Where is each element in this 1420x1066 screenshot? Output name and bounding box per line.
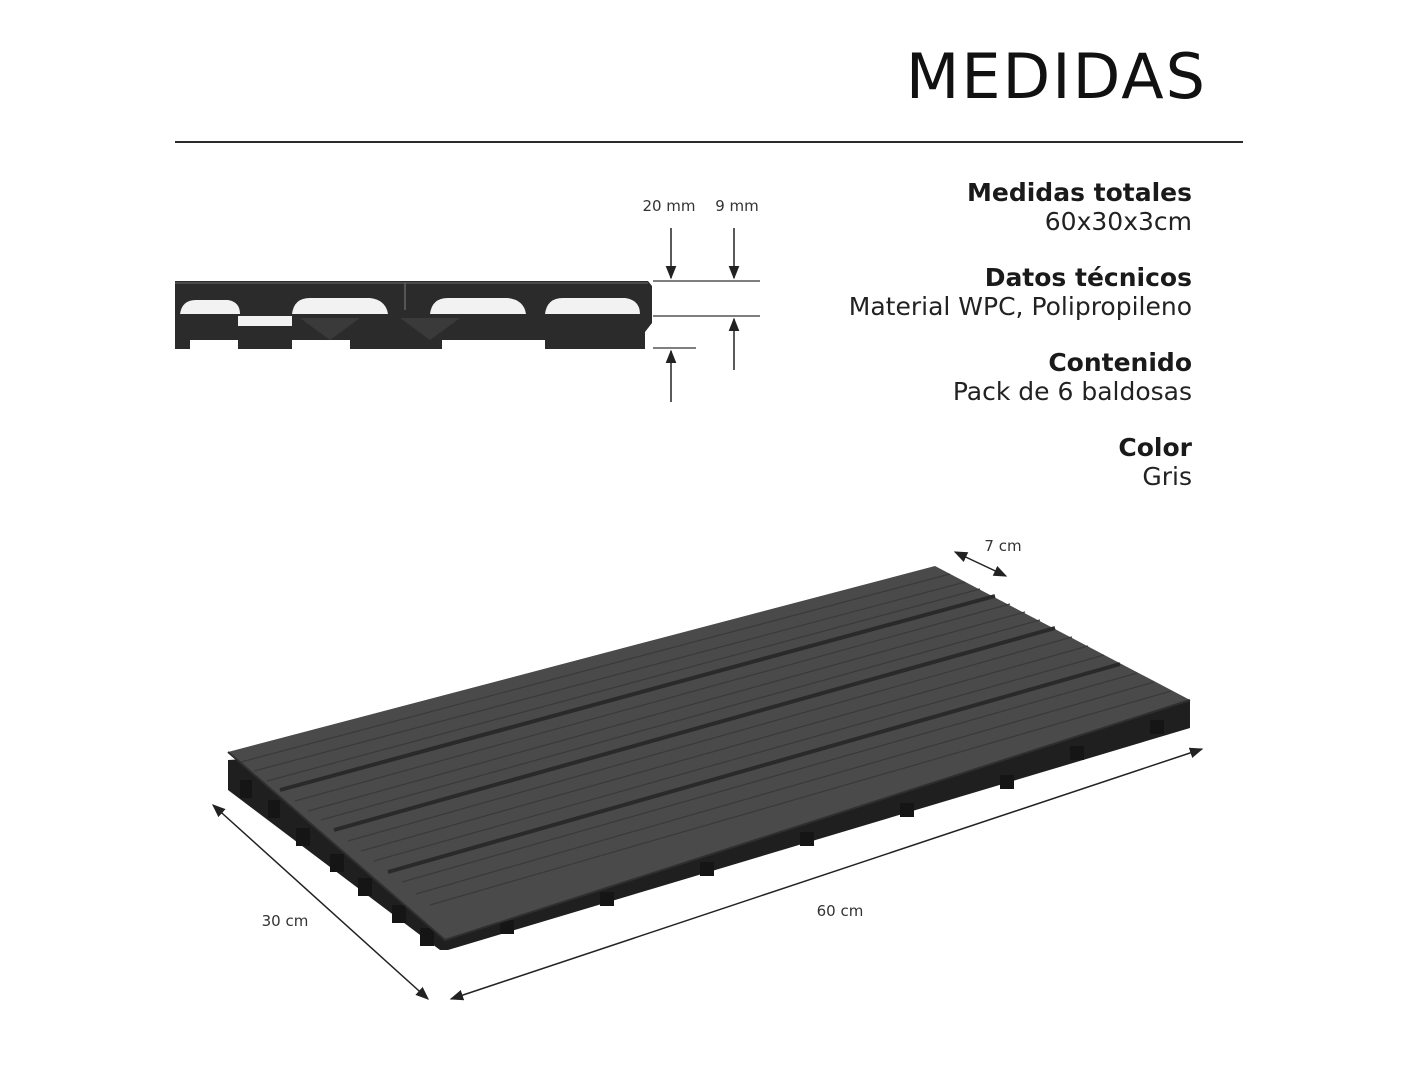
- spec-value: Gris: [1142, 462, 1192, 491]
- dim-label-7cm: 7 cm: [984, 537, 1021, 555]
- spec-total-size: Medidas totales 60x30x3cm: [672, 178, 1192, 236]
- spec-value: Material WPC, Polipropileno: [848, 292, 1192, 321]
- spec-technical: Datos técnicos Material WPC, Polipropile…: [672, 263, 1192, 321]
- page-title: MEDIDAS: [905, 40, 1207, 113]
- spec-label: Color: [1118, 433, 1192, 462]
- tile-side-profile: [175, 281, 652, 349]
- spec-value: 60x30x3cm: [1044, 207, 1192, 236]
- spec-contents: Contenido Pack de 6 baldosas: [672, 348, 1192, 406]
- title-divider: [175, 141, 1243, 143]
- spec-color: Color Gris: [672, 433, 1192, 491]
- profile-dimensions: 20 mm 9 mm: [642, 197, 760, 402]
- spec-label: Contenido: [1048, 348, 1192, 377]
- spec-list: Medidas totales 60x30x3cm Datos técnicos…: [672, 178, 1192, 518]
- tile-perspective: [227, 566, 1191, 950]
- spec-label: Datos técnicos: [984, 263, 1192, 292]
- dim-label-20mm: 20 mm: [642, 197, 695, 215]
- tile-dimensions: 7 cm 30 cm 60 cm: [211, 537, 1204, 1001]
- dim-label-9mm: 9 mm: [715, 197, 759, 215]
- dim-label-30cm: 30 cm: [262, 912, 309, 930]
- dim-label-60cm: 60 cm: [817, 902, 864, 920]
- spec-value: Pack de 6 baldosas: [952, 377, 1192, 406]
- spec-label: Medidas totales: [967, 178, 1192, 207]
